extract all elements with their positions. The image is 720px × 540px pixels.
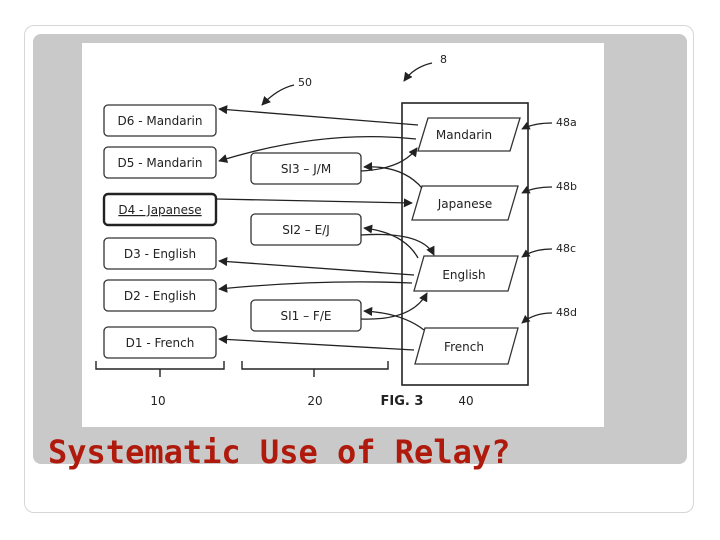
arrow-mandarin-to-d6 [218, 105, 419, 126]
ref-48d-arrow [521, 312, 553, 324]
language-japanese-label: Japanese [437, 197, 493, 211]
ref-48a-arrow [521, 121, 553, 130]
figure-caption: FIG. 3 [381, 394, 424, 409]
d-box-6: D6 - Mandarin [103, 104, 217, 137]
arrow-english-to-d2 [218, 281, 413, 293]
d-box-3-label: D3 - English [124, 247, 196, 261]
language-japanese: Japanese [411, 185, 519, 221]
d-box-5-label: D5 - Mandarin [118, 156, 203, 170]
d-box-4-label: D4 - Japanese [118, 203, 201, 217]
brace-d-column [95, 361, 225, 377]
language-english: English [413, 255, 519, 292]
d-box-2: D2 - English [103, 279, 217, 312]
ref-48c: 48c [556, 242, 576, 255]
language-french: French [414, 327, 519, 365]
d-box-4: D4 - Japanese [102, 192, 218, 227]
ref-48b: 48b [556, 180, 577, 193]
language-column-box [401, 102, 529, 386]
ref-48a: 48a [556, 116, 577, 129]
d-box-5: D5 - Mandarin [103, 146, 217, 179]
arrow-japanese-to-si3 [363, 162, 423, 189]
si-box-3-label: SI3 – J/M [281, 162, 331, 176]
arrow-si2-to-english [360, 233, 435, 256]
arrow-french-to-si1 [363, 306, 425, 331]
language-mandarin-label: Mandarin [436, 128, 492, 142]
arrow-si3-to-mandarin [360, 147, 418, 172]
d-box-1: D1 - French [103, 326, 217, 359]
si-box-1-label: SI1 – F/E [281, 309, 332, 323]
ref-system-arrow [403, 62, 433, 82]
relay-diagram: 8 50 D6 - Mandarin D5 - Mandarin D4 - Ja… [95, 53, 577, 409]
arrow-d4-to-japanese [215, 198, 413, 208]
language-french-label: French [444, 340, 484, 354]
ref-48d: 48d [556, 306, 577, 319]
brace-si-column [241, 361, 389, 377]
ref-col-si: 20 [307, 394, 322, 408]
d-box-1-label: D1 - French [126, 336, 195, 350]
si-box-3: SI3 – J/M [250, 152, 362, 185]
arrow-english-to-d3 [218, 257, 415, 276]
patent-figure: 8 50 D6 - Mandarin D5 - Mandarin D4 - Ja… [82, 43, 604, 427]
d-box-6-label: D6 - Mandarin [118, 114, 203, 128]
slide-title: Systematic Use of Relay? [48, 433, 511, 471]
si-box-1: SI1 – F/E [250, 299, 362, 332]
si-box-2: SI2 – E/J [250, 213, 362, 246]
arrow-mandarin-to-d5 [218, 136, 417, 163]
arrow-si1-to-english [360, 292, 428, 320]
ref-col-lang: 40 [458, 394, 473, 408]
ref-col-d: 10 [150, 394, 165, 408]
ref-48b-arrow [521, 185, 553, 194]
d-box-2-label: D2 - English [124, 289, 196, 303]
si-box-2-label: SI2 – E/J [282, 223, 330, 237]
ref-arrow-50: 50 [298, 76, 312, 89]
language-mandarin: Mandarin [417, 117, 521, 152]
language-english-label: English [442, 268, 485, 282]
ref-arrow-50-arrow [261, 84, 295, 106]
arrow-english-to-si2 [363, 224, 419, 259]
d-box-3: D3 - English [103, 237, 217, 270]
arrow-french-to-d1 [218, 334, 415, 351]
ref-system: 8 [440, 53, 447, 66]
ref-48c-arrow [521, 248, 553, 258]
